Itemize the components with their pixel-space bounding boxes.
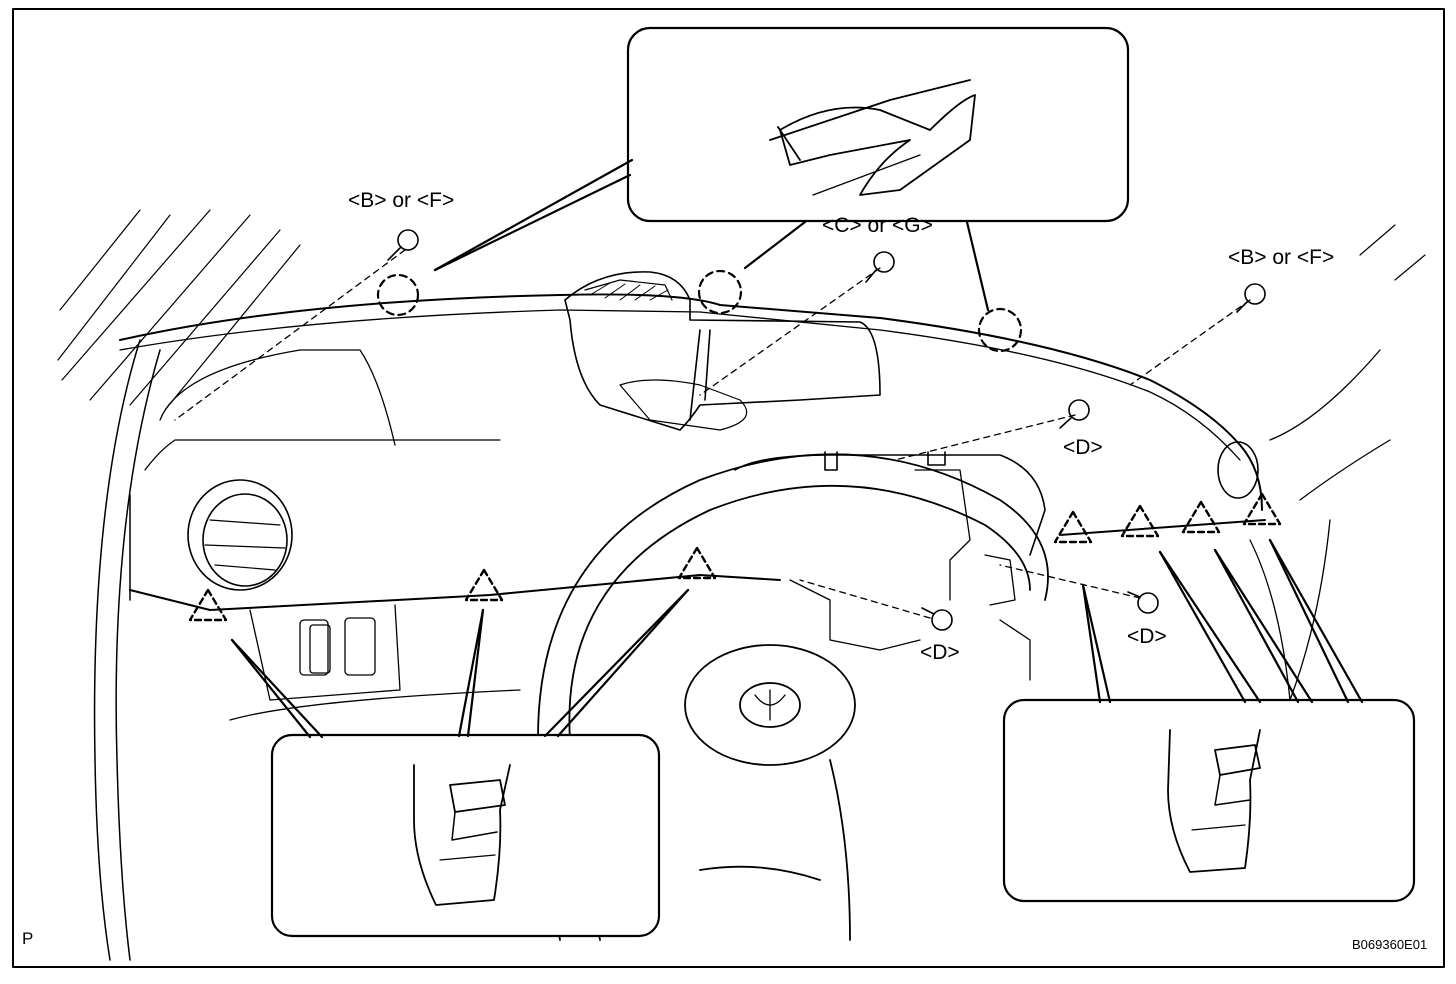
steering-column-bracket <box>789 469 1031 681</box>
callout-claw-detail-right <box>1002 698 1416 903</box>
clip-marker-circle <box>376 269 1023 353</box>
callout-leader-lines <box>230 588 690 739</box>
label-d-right: <D> <box>1127 625 1167 648</box>
screw-icon <box>1059 399 1090 429</box>
label-c-or-g: <C> or <G> <box>822 214 933 237</box>
windshield-hatching-left <box>57 209 301 411</box>
left-air-vent <box>187 479 293 591</box>
label-d-upper: <D> <box>1063 436 1103 459</box>
dashboard-lower-edge <box>129 519 1266 611</box>
screw-icon <box>921 607 953 631</box>
label-b-or-f-left: <B> or <F> <box>348 189 455 212</box>
callout-claw-detail-left <box>270 733 661 938</box>
callout-leader-lines <box>433 158 990 312</box>
center-vent <box>564 271 881 431</box>
label-d-center: <D> <box>920 641 960 664</box>
dashboard-top <box>119 293 1263 511</box>
diagram-border <box>12 8 1445 968</box>
screw-lines <box>174 249 1251 619</box>
right-air-vent <box>1217 441 1259 499</box>
callout-leader-lines <box>1081 538 1364 704</box>
screw-icon <box>865 251 895 283</box>
callout-clip-detail <box>626 26 1130 223</box>
meter-opening <box>734 451 1046 556</box>
claw-marker-triangle <box>188 492 1282 622</box>
a-pillar-left <box>93 339 161 961</box>
label-b-or-f-right: <B> or <F> <box>1228 246 1335 269</box>
screw-icon <box>387 229 419 261</box>
screw-icon <box>1127 591 1159 614</box>
screw-icon <box>1236 283 1266 313</box>
figure-code: B069360E01 <box>1352 937 1428 952</box>
corner-mark: P <box>22 929 34 948</box>
lower-switch-panel <box>229 604 521 721</box>
right-console <box>1249 349 1391 701</box>
